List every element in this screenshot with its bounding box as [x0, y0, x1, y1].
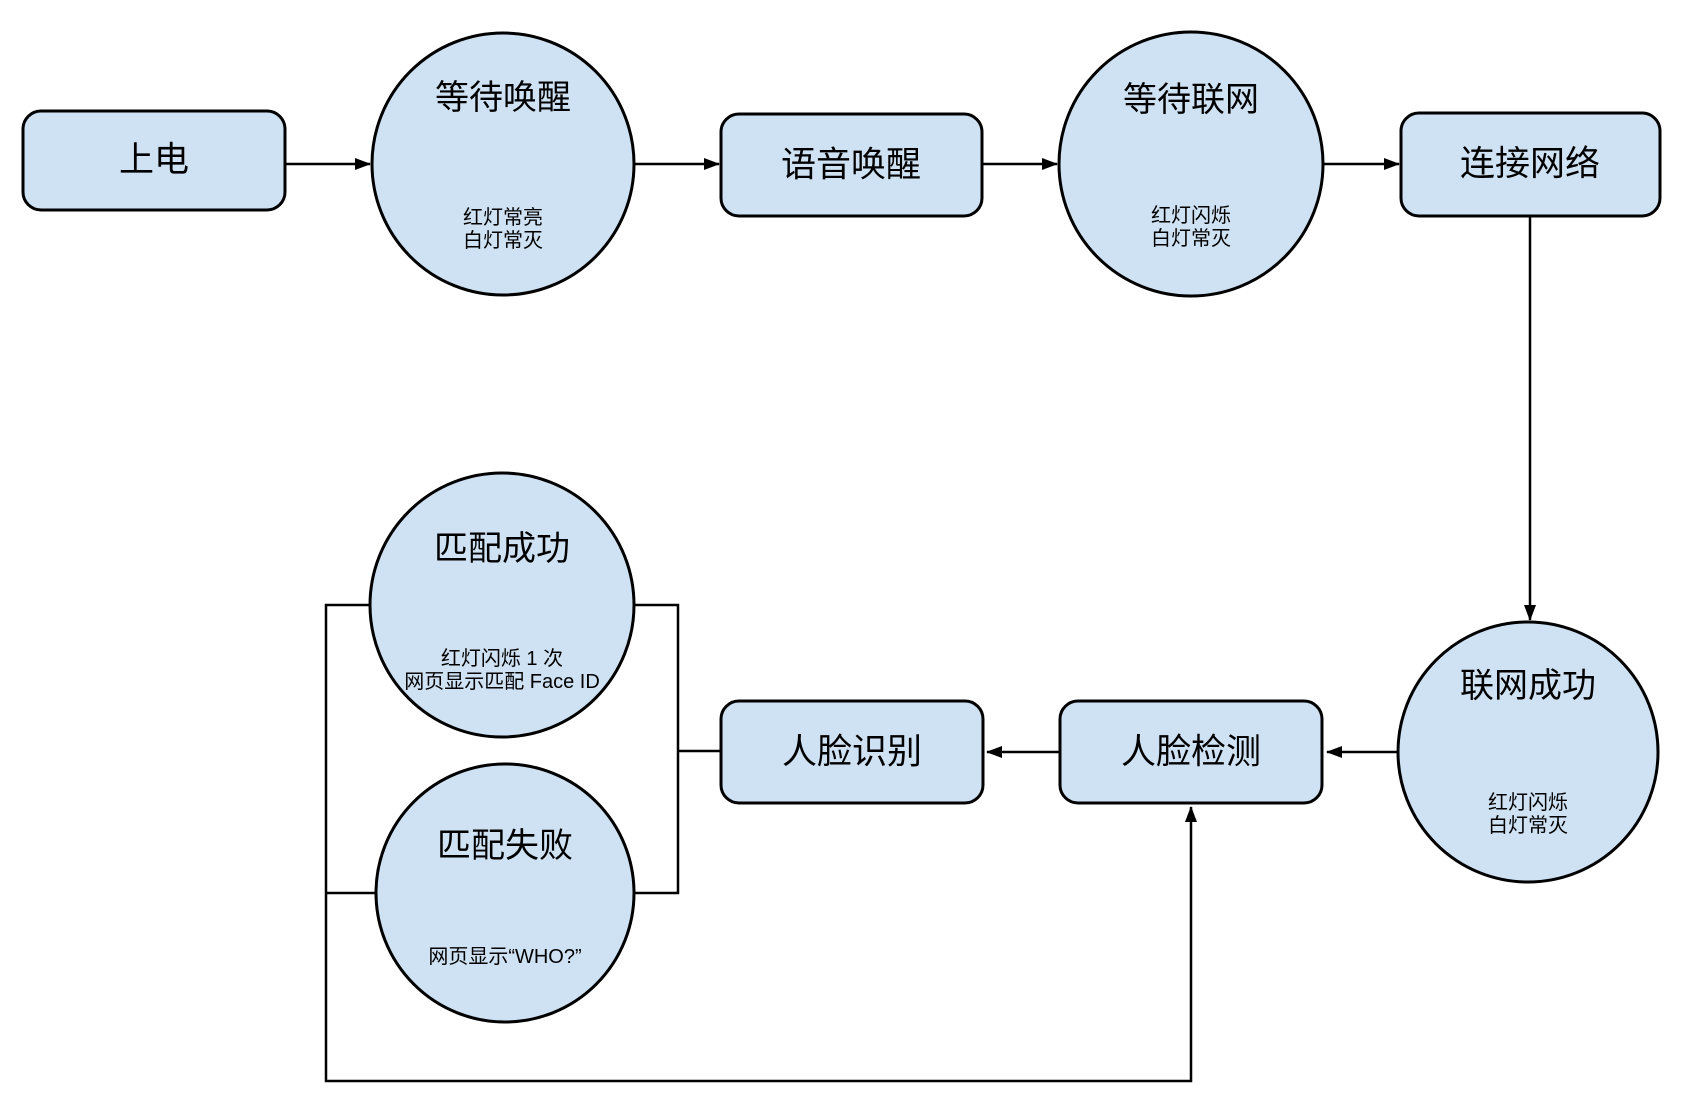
node-wait-wake-note-2: 白灯常灭 — [463, 229, 543, 252]
node-match-success-label: 匹配成功 — [434, 530, 570, 568]
node-match-fail-circle — [374, 762, 636, 1024]
node-wait-network-note-2: 白灯常灭 — [1151, 227, 1231, 250]
node-power-label: 上电 — [119, 141, 189, 180]
node-network-success-note-2: 白灯常灭 — [1488, 814, 1568, 837]
node-wait-wake-label: 等待唤醒 — [435, 79, 571, 117]
node-wait-network-note-1: 红灯闪烁 — [1151, 204, 1231, 227]
node-face-recognize-label: 人脸识别 — [782, 733, 922, 772]
node-match-success-circle — [368, 471, 636, 739]
node-voice-wake-label: 语音唤醒 — [781, 146, 921, 185]
node-power-box — [21, 109, 287, 212]
node-wait-network-label: 等待联网 — [1123, 81, 1259, 119]
node-voice-wake-box — [719, 112, 984, 218]
node-wait-wake-circle — [370, 31, 636, 297]
node-connect-network-box — [1399, 111, 1662, 218]
node-face-recognize-box — [719, 699, 985, 805]
node-wait-wake-note-1: 红灯常亮 — [463, 206, 543, 229]
node-network-success-label: 联网成功 — [1460, 667, 1596, 705]
node-match-success-note-1: 红灯闪烁 1 次 — [441, 647, 563, 670]
node-match-fail-label: 匹配失败 — [437, 827, 573, 865]
node-match-fail-note-1: 网页显示“WHO?” — [428, 946, 581, 968]
node-wait-network-circle — [1057, 30, 1325, 298]
node-face-detect-box — [1058, 699, 1324, 805]
node-connect-network-label: 连接网络 — [1460, 145, 1600, 184]
node-match-success-note-2: 网页显示匹配 Face ID — [404, 671, 600, 693]
edge-loop-back-to-face-detect — [324, 603, 1197, 1083]
edge-recognize-branch-to-match-results — [634, 603, 680, 895]
node-network-success-circle — [1396, 620, 1660, 884]
node-network-success-note-1: 红灯闪烁 — [1488, 791, 1568, 814]
node-face-detect-label: 人脸检测 — [1121, 733, 1261, 772]
